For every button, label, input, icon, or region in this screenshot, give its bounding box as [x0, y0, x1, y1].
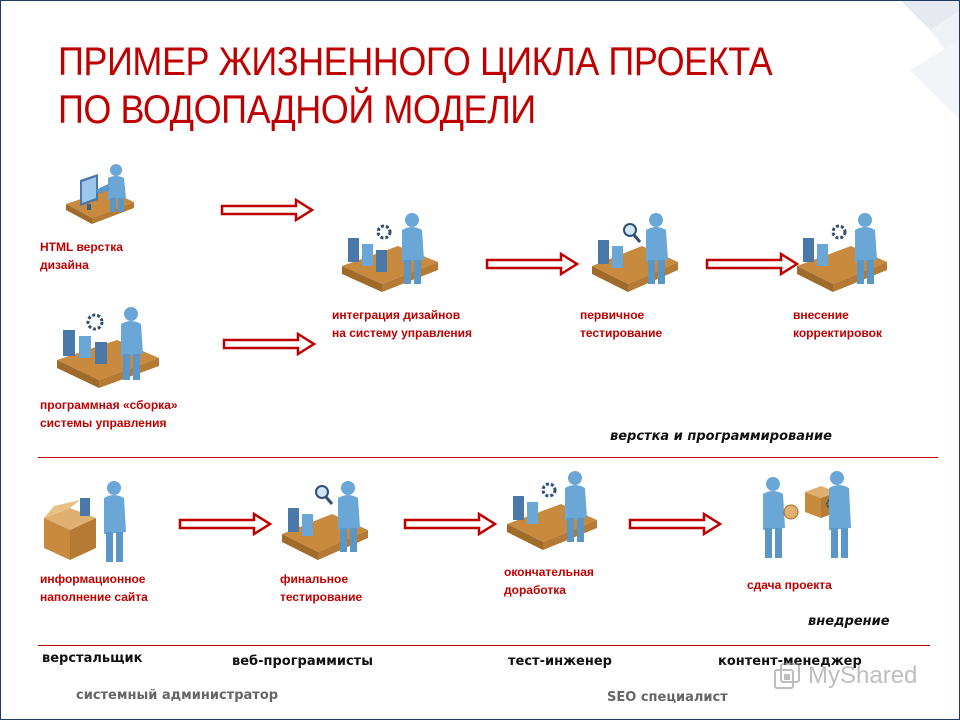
final-fix-worker-icon: [507, 471, 597, 550]
stage-content-label: информационное наполнение сайта: [40, 572, 148, 604]
title-line-2: ПО ВОДОПАДНОЙ МОДЕЛИ: [58, 88, 536, 132]
stage-integration-label: интеграция дизайнов на систему управлени…: [332, 308, 473, 340]
role-seo: SEO специалист: [607, 690, 728, 705]
role-dev: веб-программисты: [232, 654, 373, 669]
content-box-worker-icon: [44, 481, 126, 562]
section-divider-top: [38, 457, 938, 458]
computer-worker-icon: [66, 164, 134, 224]
section-deployment-label: внедрение: [808, 614, 890, 629]
page-title: ПРИМЕР ЖИЗНЕННОГО ЦИКЛА ПРОЕКТА ПО ВОДОП…: [58, 38, 814, 134]
stage-final-test-label: финальное тестирование: [280, 572, 363, 604]
delivery-handover-icon: [763, 471, 851, 558]
arrow-5-icon: [178, 512, 273, 536]
stage-html-label: HTML верстка дизайна: [40, 240, 123, 272]
arrow-7-icon: [628, 512, 723, 536]
tester-magnifier-icon: [592, 213, 678, 292]
stage-final-fix-label: окончательная доработка: [504, 565, 594, 597]
watermark: MyShared: [772, 660, 922, 694]
stage-delivery-label: сдача проекта: [747, 578, 832, 592]
stage-primary-test-label: первичное тестирование: [580, 308, 663, 340]
assembly-worker-icon: [57, 307, 159, 388]
arrow-3-icon: [485, 252, 580, 276]
watermark-icon: [774, 663, 800, 689]
title-line-1: ПРИМЕР ЖИЗНЕННОГО ЦИКЛА ПРОЕКТА: [58, 40, 773, 84]
arrow-6-icon: [403, 512, 498, 536]
role-content: контент-менеджер: [718, 654, 862, 669]
corner-decoration-icon: [900, 0, 960, 120]
role-sysadmin: системный администратор: [76, 688, 279, 703]
watermark-text: MyShared: [808, 662, 918, 689]
section-coding-label: верстка и программирование: [610, 429, 832, 444]
final-tester-icon: [282, 481, 368, 560]
stage-build-label: программная «сборка» системы управления: [40, 398, 178, 430]
role-qa: тест-инженер: [508, 654, 612, 669]
role-layout: верстальщик: [42, 651, 143, 666]
arrow-2-icon: [222, 332, 317, 356]
arrow-1-icon: [220, 198, 315, 222]
integration-worker-icon: [342, 213, 438, 292]
stage-corrections-label: внесение корректировок: [793, 308, 882, 340]
section-divider-bottom: [38, 645, 930, 646]
corrections-worker-icon: [797, 213, 887, 292]
arrow-4-icon: [705, 252, 800, 276]
